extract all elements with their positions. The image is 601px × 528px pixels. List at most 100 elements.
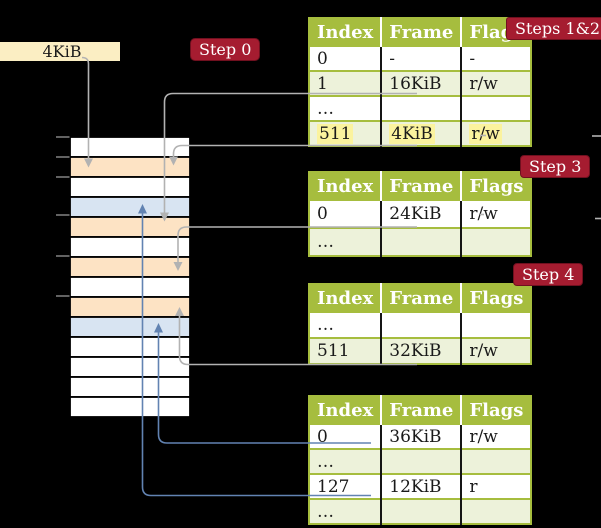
frame-size-box: 4KiB [0,42,120,61]
header-row: Index Frame Flags [309,18,532,46]
page-table: Index Frame Flags 0 - - 1 16KiB r/w … [308,17,533,147]
table-row: 1 16KiB r/w [309,70,532,96]
column-header-flags: Flags [461,284,532,312]
table-row-ellipsis: … [309,448,532,474]
cell-index: 1 [309,70,383,96]
cell-frame: - [381,45,463,71]
cell-flags: r/w [461,70,532,96]
cell-flags: r/w [461,337,532,364]
cell-index: 511 [309,120,383,146]
table-row-ellipsis: … [309,498,532,524]
arrow-entry511-to-4kib [172,144,417,157]
table-row-ellipsis: … [309,95,532,121]
cell-frame: 16KiB [381,70,463,96]
blue-arrowheads [138,204,163,333]
cell-index: … [309,311,383,338]
cell-frame [381,311,463,338]
table-row: 127 12KiB r [309,473,532,499]
table-row-ellipsis: … [309,227,532,256]
column-header-index: Index [309,284,383,312]
arrowhead-down-icon [173,262,183,271]
cell-frame [381,227,463,256]
memory-frame-row [69,176,191,198]
memory-frame-row [69,276,191,298]
cell-flags: r/w [461,423,532,449]
column-header-frame: Frame [381,396,463,424]
header-row: Index Frame Flags [309,172,532,200]
header-row: Index Frame Flags [309,396,532,424]
cell-flags [461,95,532,121]
page-table-final: Index Frame Flags 0 36KiB r/w … 127 [308,395,533,525]
memory-frame-row [69,356,191,378]
cell-frame: 32KiB [381,337,463,364]
page-table: Index Frame Flags 0 36KiB r/w … 127 [308,395,533,525]
memory-frame-row [69,136,191,158]
page-table-step-3: Index Frame Flags 0 24KiB r/w … [308,171,533,257]
highlight: r/w [469,123,502,144]
cell-frame [381,498,463,524]
cell-index: … [309,498,383,524]
column-header-index: Index [309,396,383,424]
cell-frame [381,95,463,121]
highlight: 4KiB [389,123,435,144]
arrowhead-down-icon [169,156,178,166]
badge-step-3: Step 3 [520,155,591,178]
highlight: 511 [317,123,354,144]
column-header-index: Index [309,18,383,46]
column-header-frame: Frame [381,284,463,312]
memory-frame-row [69,376,191,398]
badge-step-4: Step 4 [513,263,584,286]
page-table-steps-1-2: Index Frame Flags 0 - - 1 16KiB r/w … [308,17,533,147]
frame-size-label: 4KiB [42,42,81,61]
cell-index: … [309,448,383,474]
header-row: Index Frame Flags [309,284,532,312]
column-header-flags: Flags [461,172,532,200]
address-ticks [56,136,70,297]
memory-frame-row [69,296,191,318]
table-row: 0 24KiB r/w [309,199,532,228]
table-row: 0 - - [309,45,532,71]
cell-flags: r/w [461,120,532,146]
physical-memory-column [69,136,191,418]
column-header-frame: Frame [381,18,463,46]
arrow-frame-size-to-4kib [81,56,90,159]
arrowhead-down-icon [84,158,93,168]
cell-index: … [309,227,383,256]
table-row: 511 32KiB r/w [309,337,532,364]
cell-flags: r/w [461,199,532,228]
cell-flags: r [461,473,532,499]
column-header-flags: Flags [461,396,532,424]
cell-frame [381,448,463,474]
memory-frame-row [69,256,191,278]
memory-frame-row [69,396,191,418]
badge-step-0: Step 0 [190,38,261,61]
cell-flags [461,311,532,338]
memory-frame-row [69,316,191,338]
cell-index: 0 [309,45,383,71]
cell-index: 127 [309,473,383,499]
cell-index: … [309,95,383,121]
cell-frame: 24KiB [381,199,463,228]
memory-frame-row [69,156,191,178]
memory-frame-row [69,196,191,218]
gray-arrowheads [84,156,184,316]
arrowhead-up-icon [175,307,184,316]
column-header-index: Index [309,172,383,200]
cell-flags: - [461,45,532,71]
table-row-ellipsis: … [309,311,532,338]
cell-index: 0 [309,423,383,449]
cell-index: 511 [309,337,383,364]
cell-index: 0 [309,199,383,228]
cell-flags [461,227,532,256]
cell-flags [461,498,532,524]
cell-frame: 12KiB [381,473,463,499]
cell-flags [461,448,532,474]
arrowhead-up-icon [154,323,163,333]
arrowhead-down-icon [160,212,169,222]
page-table: Index Frame Flags … 511 32KiB r/w [308,283,533,365]
cell-frame: 36KiB [381,423,463,449]
cell-frame: 4KiB [381,120,463,146]
table-row-highlighted: 511 4KiB r/w [309,120,532,146]
badge-steps-1-2: Steps 1&2 [506,17,601,40]
column-header-frame: Frame [381,172,463,200]
